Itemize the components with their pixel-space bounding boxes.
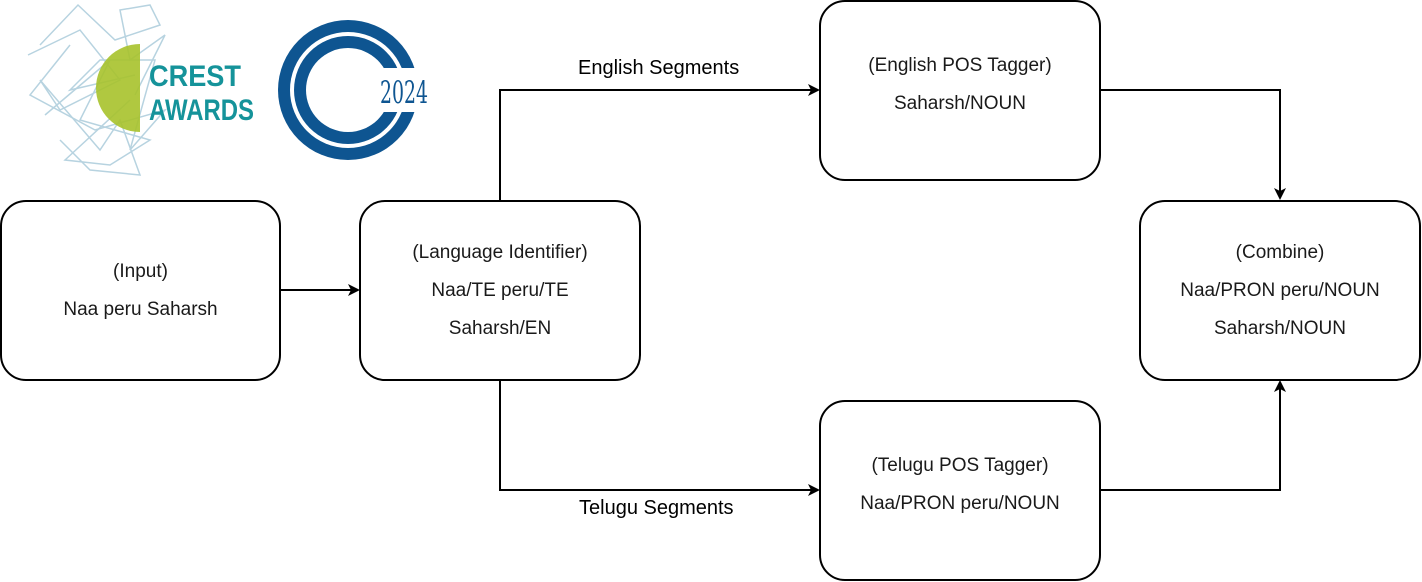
node-combine[interactable]: (Combine) Naa/PRON peru/NOUN Saharsh/NOU… [1139, 200, 1421, 381]
node-combine-title: (Combine) [1235, 241, 1325, 263]
edge-identifier-to-english [499, 84, 820, 200]
node-language-identifier-line: Naa/TE peru/TE [431, 279, 569, 301]
node-telugu-pos-tagger-line: Naa/PRON peru/NOUN [860, 492, 1060, 514]
english-segments-label: English Segments [578, 57, 740, 79]
edge-english-to-combine [1100, 89, 1286, 200]
node-language-identifier[interactable]: (Language Identifier) Naa/TE peru/TE Sah… [359, 200, 641, 381]
node-combine-line: Saharsh/NOUN [1214, 317, 1346, 339]
year-badge-logo [278, 20, 435, 160]
node-input-title: (Input) [113, 260, 168, 282]
crest-logo-shape [96, 44, 140, 132]
node-input[interactable]: (Input) Naa peru Saharsh [0, 200, 281, 381]
node-english-pos-tagger-title: (English POS Tagger) [868, 54, 1052, 76]
node-language-identifier-title: (Language Identifier) [412, 241, 588, 263]
year-badge-text: 2024 [380, 75, 428, 111]
node-language-identifier-line: Saharsh/EN [448, 317, 552, 339]
edge-telugu-to-combine [1100, 380, 1286, 491]
node-telugu-pos-tagger-title: (Telugu POS Tagger) [871, 454, 1049, 476]
node-telugu-pos-tagger[interactable]: (Telugu POS Tagger) Naa/PRON peru/NOUN [819, 400, 1101, 581]
node-english-pos-tagger[interactable]: (English POS Tagger) Saharsh/NOUN [819, 0, 1101, 181]
node-english-pos-tagger-line: Saharsh/NOUN [894, 92, 1026, 114]
crest-logo-text-line2: AWARDS [149, 94, 254, 127]
crest-logo-text-line1: CREST [149, 60, 241, 93]
node-input-line: Naa peru Saharsh [63, 298, 218, 320]
edge-identifier-to-telugu [499, 380, 820, 496]
telugu-segments-label: Telugu Segments [579, 497, 734, 519]
node-combine-line: Naa/PRON peru/NOUN [1180, 279, 1380, 301]
